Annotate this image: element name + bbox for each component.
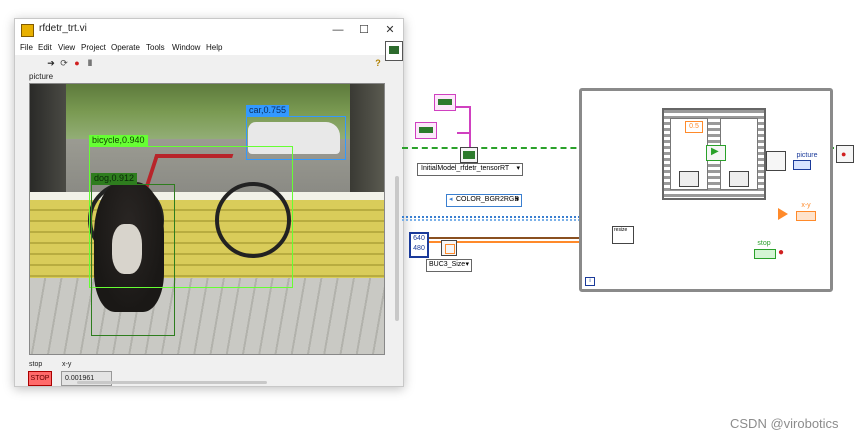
threshold-constant[interactable]: 0.5 bbox=[685, 121, 703, 133]
menu-file[interactable]: File bbox=[20, 43, 33, 52]
front-panel-content: picture car,0.755 bicycle,0.940 dog,0.91… bbox=[15, 71, 403, 386]
height-constant: 480 bbox=[413, 245, 425, 252]
menu-view[interactable]: View bbox=[58, 43, 76, 52]
xy-label: x-y bbox=[62, 361, 72, 368]
pause-icon[interactable]: ‖ bbox=[87, 58, 93, 68]
while-loop[interactable]: resize 0.5 ▶ picture x-y stop ● i bbox=[579, 88, 833, 292]
picture-label: picture bbox=[29, 72, 54, 81]
stop-label: stop bbox=[29, 361, 43, 368]
enum-dropdown-icon: ▾ bbox=[515, 196, 519, 203]
car-detection-label: car,0.755 bbox=[246, 105, 290, 116]
minimize-button[interactable]: — bbox=[332, 24, 344, 36]
run-continuously-icon[interactable]: ⟳ bbox=[60, 58, 68, 68]
vertical-scrollbar[interactable] bbox=[395, 176, 399, 321]
timer-gauge-icon bbox=[729, 171, 749, 187]
divide-node[interactable] bbox=[778, 208, 788, 220]
picture-terminal-label: picture bbox=[796, 152, 818, 159]
horizontal-scrollbar[interactable] bbox=[77, 381, 267, 384]
dog-detection-label: dog,0.912 bbox=[91, 173, 138, 184]
porch-rail bbox=[30, 192, 384, 200]
bicycle-detection-box bbox=[89, 146, 293, 288]
dog-chest bbox=[112, 224, 142, 274]
bicycle-detection-label: bicycle,0.940 bbox=[89, 135, 148, 146]
play-icon: ▶ bbox=[711, 146, 719, 157]
run-arrow-icon[interactable]: ➔ bbox=[47, 58, 55, 68]
stop-button[interactable]: STOP bbox=[28, 371, 52, 386]
sequence-frame-2 bbox=[720, 118, 758, 190]
stop-control-terminal[interactable] bbox=[754, 249, 776, 259]
size-type-enum[interactable]: BUC3_Size ▾ bbox=[426, 259, 472, 272]
draw-boxes-subvi[interactable] bbox=[766, 151, 786, 171]
menu-window[interactable]: Window bbox=[172, 43, 201, 52]
size-type-label: BUC3_Size bbox=[429, 261, 466, 268]
window-title: rfdetr_trt.vi bbox=[39, 23, 87, 34]
close-subvi[interactable]: ● bbox=[836, 145, 854, 163]
watermark: CSDN @virobotics bbox=[730, 416, 839, 431]
color-conversion-enum[interactable]: ◂ COLOR_BGR2RGB ▾ bbox=[446, 194, 522, 207]
title-bar: rfdetr_trt.vi — ☐ ✕ bbox=[15, 19, 403, 41]
white-car bbox=[248, 122, 340, 154]
init-model-subvi[interactable] bbox=[460, 147, 478, 163]
toolbar: ➔ ⟳ ● ‖ ? bbox=[15, 41, 403, 72]
picture-indicator-terminal[interactable] bbox=[793, 160, 811, 170]
xy-terminal-label: x-y bbox=[801, 202, 811, 209]
color-conversion-label: COLOR_BGR2RGB bbox=[456, 196, 520, 203]
context-help-icon[interactable]: ? bbox=[375, 58, 381, 68]
front-panel-window: rfdetr_trt.vi — ☐ ✕ File Edit View Proje… bbox=[14, 18, 404, 387]
menu-operate[interactable]: Operate bbox=[111, 43, 140, 52]
resize-label: resize bbox=[614, 227, 628, 233]
enum-left-arrow-icon: ◂ bbox=[449, 196, 453, 203]
maximize-button[interactable]: ☐ bbox=[359, 24, 369, 36]
pink-wire bbox=[456, 106, 471, 108]
model-path-constant[interactable] bbox=[434, 94, 456, 111]
timer-gauge-icon bbox=[679, 171, 699, 187]
menu-tools[interactable]: Tools bbox=[146, 43, 165, 52]
vi-connector-icon bbox=[385, 41, 403, 61]
stop-terminal-label: stop bbox=[757, 240, 771, 247]
enum-dropdown-icon: ▾ bbox=[516, 165, 520, 172]
car-detection-box bbox=[246, 116, 346, 160]
blue-image-wire-2 bbox=[402, 219, 584, 221]
menu-project[interactable]: Project bbox=[81, 43, 106, 52]
inference-subvi[interactable]: ▶ bbox=[706, 145, 726, 161]
enum-dropdown-icon: ▾ bbox=[465, 261, 469, 268]
resize-subvi[interactable]: resize bbox=[612, 226, 634, 244]
block-diagram: InitialModel_rfdetr_tensorRT ▾ ◂ COLOR_B… bbox=[402, 85, 865, 305]
blue-image-wire bbox=[402, 216, 584, 218]
pink-wire bbox=[469, 106, 471, 146]
dog-detection-box bbox=[91, 184, 175, 336]
abort-execution-icon[interactable]: ● bbox=[74, 58, 80, 68]
stop-condition-icon: ● bbox=[778, 247, 785, 258]
menu-help[interactable]: Help bbox=[206, 43, 223, 52]
picture-display: car,0.755 bicycle,0.940 dog,0.912 bbox=[29, 83, 385, 355]
brown-size-wire bbox=[428, 237, 583, 239]
labview-app-icon bbox=[21, 24, 34, 37]
loop-iteration-terminal: i bbox=[585, 277, 595, 286]
abort-icon: ● bbox=[841, 149, 847, 159]
bundle-node[interactable] bbox=[441, 240, 457, 256]
close-button[interactable]: ✕ bbox=[385, 24, 395, 36]
menu-edit[interactable]: Edit bbox=[38, 43, 52, 52]
init-model-enum[interactable]: InitialModel_rfdetr_tensorRT ▾ bbox=[417, 163, 523, 176]
width-constant: 640 bbox=[413, 235, 425, 242]
bicycle-rear-wheel bbox=[215, 182, 291, 258]
orange-size-wire bbox=[428, 241, 583, 243]
menu-bar: File Edit View Project Operate Tools Win… bbox=[15, 41, 403, 55]
xy-indicator-terminal[interactable] bbox=[796, 211, 816, 221]
size-constant-cluster[interactable]: 640 480 bbox=[409, 232, 429, 258]
init-model-enum-label: InitialModel_rfdetr_tensorRT bbox=[421, 165, 510, 172]
engine-path-constant[interactable] bbox=[415, 122, 437, 139]
pink-wire bbox=[457, 132, 471, 134]
porch-floor bbox=[30, 278, 384, 354]
